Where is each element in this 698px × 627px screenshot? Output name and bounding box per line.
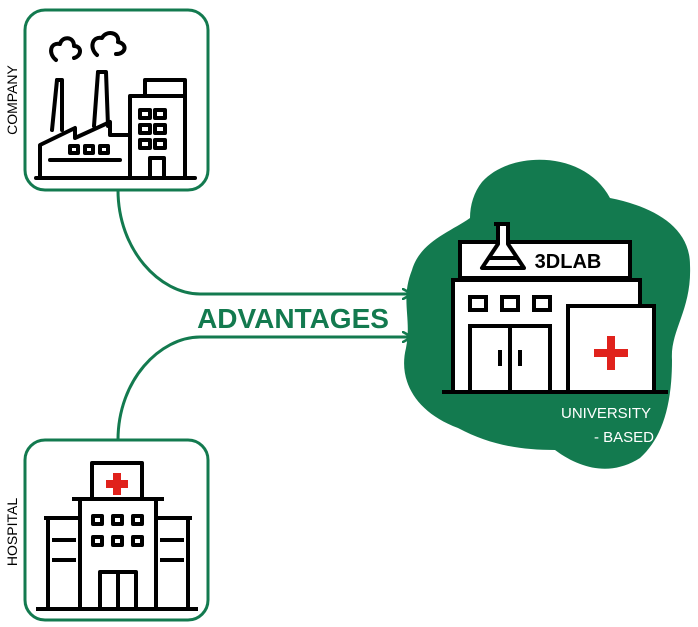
hospital-icon <box>36 461 198 611</box>
lab-building-icon <box>442 222 668 394</box>
company-label: COMPANY <box>4 64 20 134</box>
company-to-lab-arrow <box>116 189 412 294</box>
advantages-label: ADVANTAGES <box>197 303 389 334</box>
lab-node: 3DLAB UNIVERSITY - BASED <box>404 159 691 469</box>
connectors <box>116 189 412 441</box>
hospital-box <box>23 438 210 622</box>
flask-icon <box>480 222 526 270</box>
lab-sign-text: 3DLAB <box>535 251 602 273</box>
lab-caption-line1: UNIVERSITY <box>561 405 651 422</box>
hospital-node: HOSPITAL <box>4 438 210 622</box>
hospital-label: HOSPITAL <box>4 498 20 566</box>
hospital-cross-icon <box>106 473 128 495</box>
lab-caption-line2: - BASED <box>594 429 654 446</box>
hospital-to-lab-arrow <box>116 337 412 441</box>
lab-cross-icon <box>594 336 628 370</box>
company-node: COMPANY <box>4 8 210 192</box>
factory-icon <box>34 31 197 180</box>
